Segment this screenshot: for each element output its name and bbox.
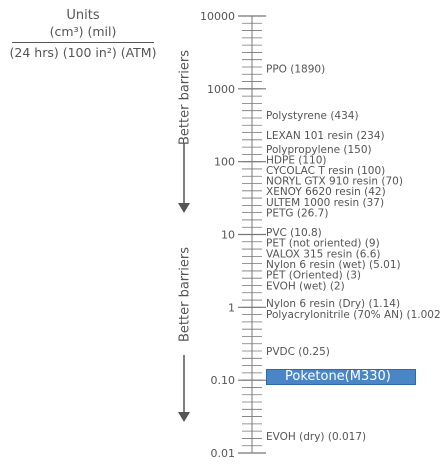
tick-label: 0.10	[211, 374, 236, 387]
material-point: Nylon 6 resin (wet) (5.01)	[266, 259, 401, 271]
material-label: Nylon 6 resin (Dry) (1.14)	[266, 298, 400, 310]
units-title: Units	[66, 8, 100, 23]
material-label: Polyacrylonitrile (70% AN) (1.002)	[266, 309, 441, 321]
tick-label: 100	[214, 156, 235, 169]
material-label: EVOH (dry) (0.017)	[266, 431, 366, 443]
material-label: XENOY 6620 resin (42)	[266, 186, 386, 198]
material-label: ULTEM 1000 resin (37)	[266, 197, 384, 209]
material-label: Nylon 6 resin (wet) (5.01)	[266, 259, 401, 271]
material-point: EVOH (wet) (2)	[266, 280, 345, 292]
units-denominator: (24 hrs) (100 in²) (ATM)	[9, 45, 157, 60]
down-arrow-bottom	[178, 355, 190, 422]
material-point: PPO (1890)	[266, 64, 325, 76]
tick-label: 1000	[207, 83, 235, 96]
material-point: ULTEM 1000 resin (37)	[266, 197, 384, 209]
material-label: PVDC (0.25)	[266, 346, 330, 358]
material-point: HDPE (110)	[266, 154, 327, 166]
material-point: NORYL GTX 910 resin (70)	[266, 176, 403, 188]
tick-label: 10	[221, 229, 235, 242]
material-label: PVC (10.8)	[266, 227, 322, 239]
material-point: XENOY 6620 resin (42)	[266, 186, 386, 198]
material-label: VALOX 315 resin (6.6)	[266, 248, 381, 260]
material-label: PETG (26.7)	[266, 207, 328, 219]
units-fraction-bar	[12, 42, 154, 43]
material-point: Nylon 6 resin (Dry) (1.14)	[266, 298, 400, 310]
material-point: EVOH (dry) (0.017)	[266, 431, 366, 443]
material-label: PET (not oriented) (9)	[266, 238, 380, 250]
units-numerator: (cm³) (mil)	[49, 24, 117, 39]
tick-labels: 10000 1000 100 10 1 0.10 0.01	[200, 10, 235, 460]
material-point: CYCOLAC T resin (100)	[266, 165, 385, 177]
tick-label: 0.01	[211, 447, 236, 460]
material-point: Polystyrene (434)	[266, 110, 359, 122]
material-point: PET (not oriented) (9)	[266, 238, 380, 250]
tick-label: 10000	[200, 10, 235, 23]
material-point: Polypropylene (150)	[266, 144, 372, 156]
material-point: VALOX 315 resin (6.6)	[266, 248, 381, 260]
highlight-box-poketone: Poketone(M330)	[266, 369, 416, 385]
material-point: LEXAN 101 resin (234)	[266, 130, 385, 142]
axis-group	[238, 15, 266, 454]
tick-label: 1	[228, 301, 235, 314]
material-marks: PPO (1890) Polystyrene (434) LEXAN 101 res…	[266, 64, 441, 444]
material-point: PET (Oriented) (3)	[266, 269, 361, 281]
material-label: PET (Oriented) (3)	[266, 269, 361, 281]
material-point: PETG (26.7)	[266, 207, 328, 219]
material-point: PVDC (0.25)	[266, 346, 330, 358]
material-label: Polypropylene (150)	[266, 144, 372, 156]
material-label: Polystyrene (434)	[266, 110, 359, 122]
material-label: PPO (1890)	[266, 64, 325, 76]
material-point: Polyacrylonitrile (70% AN) (1.002)	[266, 309, 441, 321]
down-arrow-top	[178, 143, 190, 213]
material-point: PVC (10.8)	[266, 227, 322, 239]
material-label: EVOH (wet) (2)	[266, 280, 345, 292]
highlight-label: Poketone(M330)	[285, 369, 391, 384]
units-label: Units (cm³) (mil) (24 hrs) (100 in²) (AT…	[8, 8, 158, 61]
material-label: NORYL GTX 910 resin (70)	[266, 176, 403, 188]
material-label: LEXAN 101 resin (234)	[266, 130, 385, 142]
material-label: CYCOLAC T resin (100)	[266, 165, 385, 177]
material-label: HDPE (110)	[266, 154, 327, 166]
